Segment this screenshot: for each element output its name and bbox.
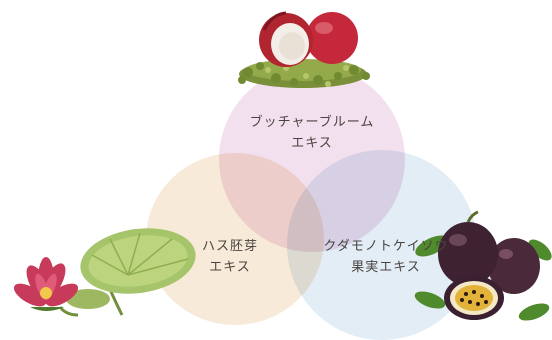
label-lotus-germ-extract: ハス胚芽 エキス [160, 236, 300, 278]
lychee-on-moss-icon [238, 11, 370, 88]
label-top-line2: エキス [291, 136, 333, 151]
label-right-line2: 果実エキス [351, 260, 421, 275]
label-left-line2: エキス [209, 260, 251, 275]
label-right-line1: クダモノトケイソウ [323, 239, 449, 254]
label-left-line1: ハス胚芽 [201, 239, 258, 254]
lotus-flower-and-leaf-icon [13, 228, 196, 317]
label-passion-fruit-extract: クダモノトケイソウ 果実エキス [288, 236, 484, 278]
label-butcher-broom-extract: ブッチャーブルーム エキス [226, 112, 398, 154]
passion-fruit-icon [414, 210, 552, 321]
label-top-line1: ブッチャーブルーム [249, 115, 375, 130]
venn-diagram: ブッチャーブルーム エキス ハス胚芽 エキス クダモノトケイソウ 果実エキス [13, 11, 552, 340]
